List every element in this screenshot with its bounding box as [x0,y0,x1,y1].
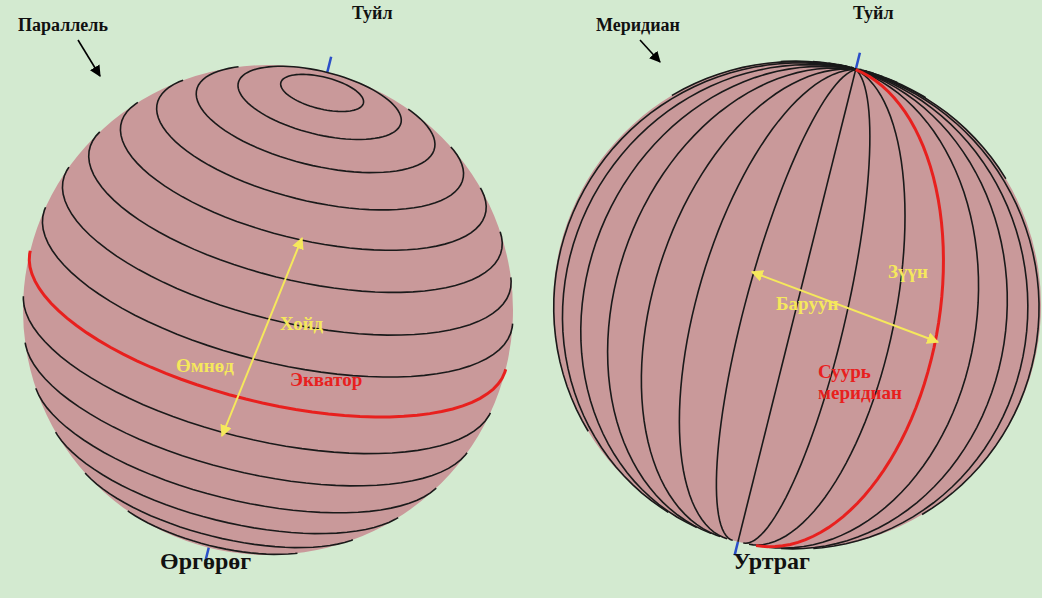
grid-line [143,75,470,236]
grid-line [186,58,442,193]
grid-line [738,70,1031,584]
label-text: Туйл [853,4,894,24]
grid-line [689,57,856,541]
grid-line [738,70,905,554]
globe-disc [501,9,1042,598]
reference-line [8,251,506,459]
grid-line [562,26,855,540]
north-south-arrow [222,238,302,436]
latitude-globe [0,0,569,598]
grid-line [277,67,367,118]
label-text: Уртраг [733,548,810,574]
grid-line [22,207,513,418]
label-text: Баруун [776,294,838,315]
grid-line [741,70,1042,587]
label-text: Меридиан [596,16,680,36]
label-text: Экватор [290,370,362,391]
reference-line [738,70,995,576]
grid-line [839,70,1023,179]
label-text: Хойд [280,314,323,335]
grid-line [520,11,856,473]
grid-line [534,18,856,538]
grid-line [738,70,856,542]
grid-line [642,46,856,542]
label-text: Туйл [352,4,393,24]
label-text: Өргөрөг [160,548,251,574]
globe-disc [0,13,565,598]
label-text: Параллель [18,16,108,36]
grid-line [231,52,409,153]
label-text: Суурь меридиан [818,362,913,404]
grid-line [672,28,856,137]
grid-line [21,388,436,547]
grid-line [71,130,506,328]
grid-line [43,167,513,374]
grid-line [7,343,467,525]
east-west-arrow [752,272,938,342]
label-text: Өмнөд [176,356,234,377]
grid-line [755,70,1042,532]
label-text: Зүүн [888,262,928,283]
leader-line [640,40,660,62]
longitude-globe [498,0,1042,598]
grid-line [739,70,1042,590]
leader-line [78,40,100,76]
grid-line [738,70,952,566]
grid-line [599,35,856,541]
